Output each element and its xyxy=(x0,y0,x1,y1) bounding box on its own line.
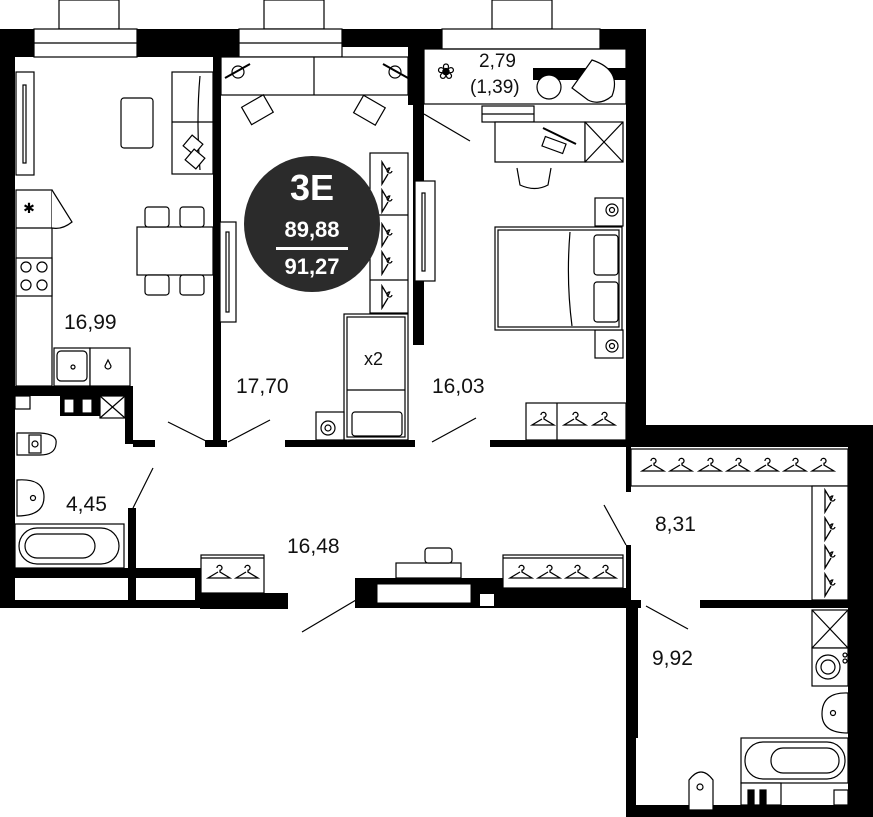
children-room-furniture xyxy=(219,56,409,441)
bedroom-furniture xyxy=(414,48,627,441)
apartment-code: 3E xyxy=(289,167,335,208)
badge-divider xyxy=(276,247,348,250)
living-area-value: 89,88 xyxy=(284,217,340,242)
bathroom1-fixtures xyxy=(14,395,126,569)
apartment-badge: 3E 89,88 91,27 xyxy=(244,156,380,292)
dressing-room-furniture xyxy=(630,448,849,601)
bed-count-label: x2 xyxy=(364,349,384,369)
hallway-furniture xyxy=(200,547,624,594)
windows xyxy=(33,0,601,58)
bathroom2-fixtures xyxy=(688,609,849,811)
bathroom2-area-label: 9,92 xyxy=(652,647,693,670)
children-room-area-label: 17,70 xyxy=(236,375,289,398)
dressing-room-area-label: 8,31 xyxy=(655,513,696,536)
hallway-area-label: 16,48 xyxy=(287,535,340,558)
kitchen-furniture xyxy=(15,71,214,387)
balcony-reduced-area-label: (1,39) xyxy=(470,77,520,98)
bathroom1-area-label: 4,45 xyxy=(66,493,107,516)
walls xyxy=(0,29,873,817)
total-area-value: 91,27 xyxy=(284,254,340,279)
fridge-icon: ✱ xyxy=(23,200,35,216)
bedroom-area-label: 16,03 xyxy=(432,375,485,398)
balcony-area-label: 2,79 xyxy=(479,51,516,72)
kitchen-area-label: 16,99 xyxy=(64,311,117,334)
plant-icon: ❀ xyxy=(437,59,455,84)
door-swings xyxy=(132,113,689,633)
